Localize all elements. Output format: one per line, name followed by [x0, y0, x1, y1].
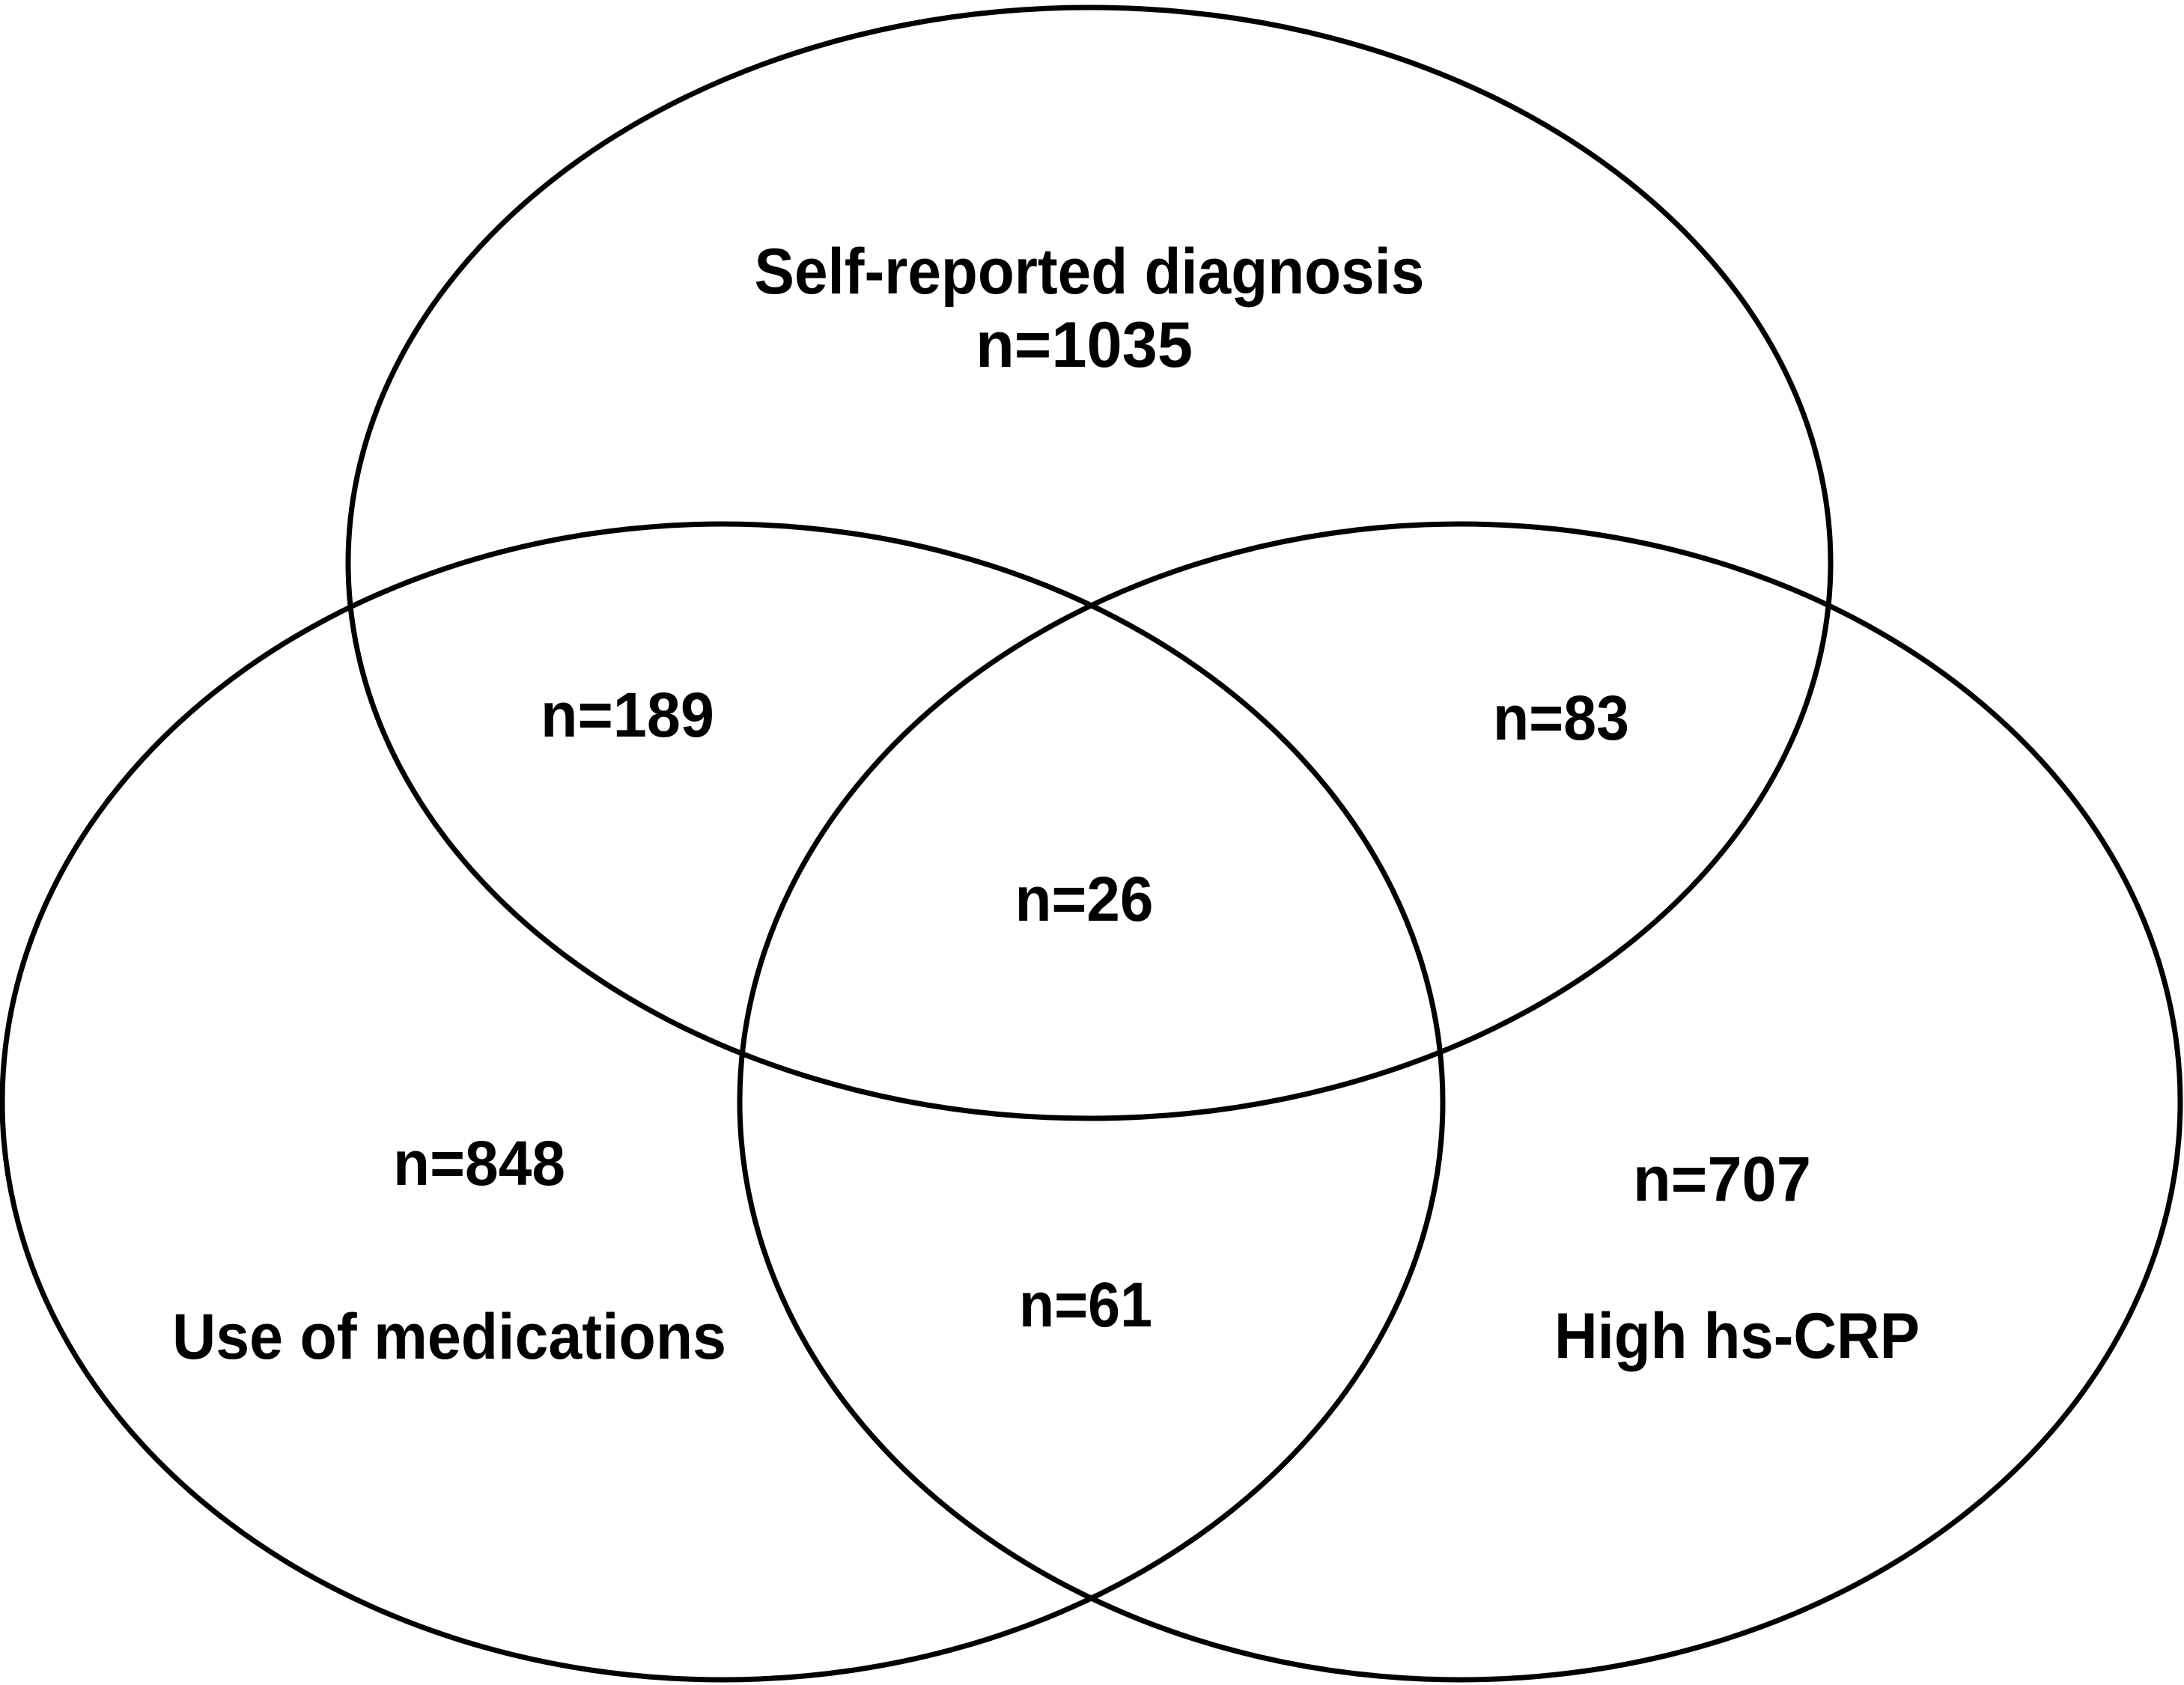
- overlap-count-top-left: n=189: [541, 680, 714, 750]
- overlap-count-top-right: n=83: [1493, 683, 1629, 753]
- set-ellipse-high-hs-crp: [737, 521, 2183, 1683]
- set-count-self-reported-diagnosis: n=1035: [976, 309, 1193, 381]
- overlap-count-left-right: n=61: [1019, 1270, 1152, 1340]
- set-ellipse-use-of-medications: [0, 521, 1446, 1683]
- set-label-self-reported-diagnosis: Self-reported diagnosis: [755, 236, 1425, 308]
- set-ellipse-self-reported-diagnosis: [345, 4, 1834, 1121]
- set-count-use-of-medications: n=848: [393, 1128, 565, 1198]
- set-label-use-of-medications: Use of medications: [172, 1301, 726, 1373]
- set-count-high-hs-crp: n=707: [1633, 1144, 1811, 1214]
- overlap-count-all-three: n=26: [1015, 864, 1154, 934]
- set-label-high-hs-crp: High hs-CRP: [1554, 1300, 1920, 1372]
